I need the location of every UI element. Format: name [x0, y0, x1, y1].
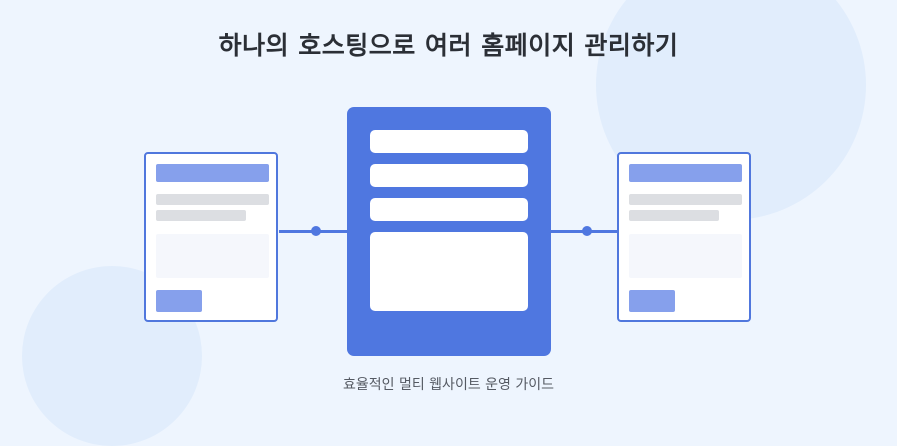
connector-dot-left: [311, 226, 321, 236]
website-button: [156, 290, 202, 312]
website-text-line: [629, 210, 719, 221]
server-slot: [370, 130, 528, 153]
website-text-line: [156, 210, 246, 221]
website-text-line: [156, 194, 269, 205]
website-card-left: [144, 152, 278, 322]
hosting-server: [347, 107, 551, 356]
connector-dot-right: [582, 226, 592, 236]
website-header-bar: [629, 164, 742, 182]
caption: 효율적인 멀티 웹사이트 운영 가이드: [343, 377, 554, 393]
server-panel: [370, 232, 528, 311]
website-text-line: [629, 194, 742, 205]
website-content-block: [629, 234, 742, 278]
website-header-bar: [156, 164, 269, 182]
website-button: [629, 290, 675, 312]
website-card-right: [617, 152, 751, 322]
server-slot: [370, 198, 528, 221]
page-title: 하나의 호스팅으로 여러 홈페이지 관리하기: [218, 31, 679, 60]
website-content-block: [156, 234, 269, 278]
server-slot: [370, 164, 528, 187]
